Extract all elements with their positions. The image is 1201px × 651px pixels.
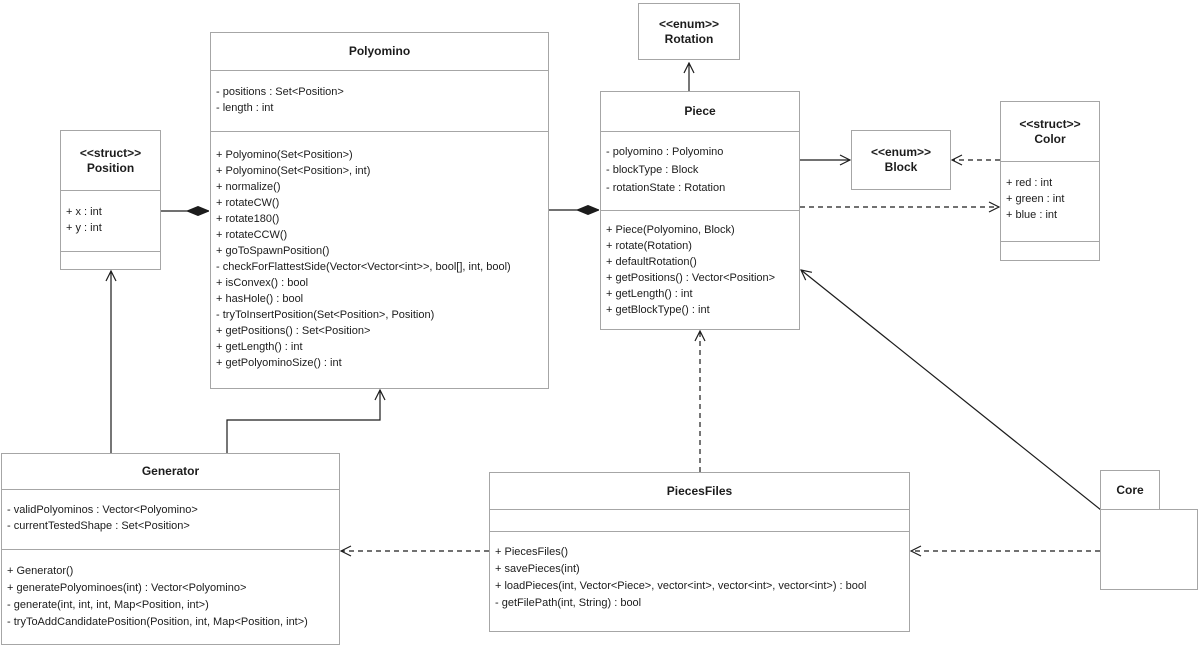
class-name: PiecesFiles bbox=[666, 483, 733, 498]
member-row: - polyomino : Polyomino bbox=[606, 146, 724, 158]
member-row: + getPositions() : Vector<Position> bbox=[606, 272, 776, 284]
member-row: + goToSpawnPosition() bbox=[216, 245, 330, 257]
member-row: - blockType : Block bbox=[606, 164, 699, 176]
methods-compartment: + PiecesFiles() + savePieces(int) + loadPi… bbox=[490, 531, 909, 631]
member-row: + loadPieces(int, Vector<Piece>, vector<… bbox=[495, 580, 867, 592]
member-row: + Piece(Polyomino, Block) bbox=[606, 224, 735, 236]
member-row: - positions : Set<Position> bbox=[216, 86, 344, 98]
methods-compartment: + Generator() + generatePolyominoes(int) … bbox=[2, 549, 339, 644]
member-row: + rotate180() bbox=[216, 213, 280, 225]
member-row: - tryToInsertPosition(Set<Position>, Pos… bbox=[216, 309, 435, 321]
class-box-position[interactable]: <<struct>> Position + x : int + y : int bbox=[60, 130, 161, 270]
member-row: - rotationState : Rotation bbox=[606, 182, 726, 194]
class-name: Polyomino bbox=[348, 44, 411, 58]
class-name: Block bbox=[884, 160, 918, 174]
member-row: - checkForFlattestSide(Vector<Vector<int… bbox=[216, 261, 511, 273]
member-row: + rotateCCW() bbox=[216, 229, 288, 241]
class-box-piece[interactable]: Piece - polyomino : Polyomino - blockType… bbox=[600, 91, 800, 330]
class-name: Rotation bbox=[664, 31, 714, 46]
class-title: Generator bbox=[2, 454, 339, 489]
struct-box-color[interactable]: <<struct>> Color + red : int + green : in… bbox=[1000, 101, 1100, 261]
member-row: + generatePolyominoes(int) : Vector<Poly… bbox=[7, 582, 247, 594]
member-row: + PiecesFiles() bbox=[495, 546, 569, 558]
methods-compartment bbox=[61, 251, 160, 269]
member-row: + hasHole() : bool bbox=[216, 293, 304, 305]
class-title: <<enum>> Block bbox=[852, 131, 950, 189]
class-name: Position bbox=[86, 160, 135, 175]
enum-box-block[interactable]: <<enum>> Block bbox=[851, 130, 951, 190]
class-title: PiecesFiles bbox=[490, 473, 909, 509]
member-row: + getPolyominoSize() : int bbox=[216, 357, 342, 369]
package-core-body[interactable] bbox=[1100, 509, 1198, 590]
member-row: + Polyomino(Set<Position>, int) bbox=[216, 165, 371, 177]
methods-compartment bbox=[1001, 241, 1099, 260]
edge-core-piece-association bbox=[801, 270, 1102, 511]
enum-box-rotation[interactable]: <<enum>> Rotation bbox=[638, 3, 740, 60]
member-row: - getFilePath(int, String) : bool bbox=[495, 597, 642, 609]
class-box-generator[interactable]: Generator - validPolyominos : Vector<Pol… bbox=[1, 453, 340, 645]
member-row: + rotate(Rotation) bbox=[606, 240, 692, 252]
class-title: <<struct>> Color bbox=[1001, 102, 1099, 161]
member-row: + x : int bbox=[66, 206, 102, 218]
class-name: Piece bbox=[684, 104, 716, 118]
class-box-polyomino[interactable]: Polyomino - positions : Set<Position> - l… bbox=[210, 32, 549, 389]
member-row: + normalize() bbox=[216, 181, 281, 193]
member-row: + y : int bbox=[66, 222, 102, 234]
member-row: + savePieces(int) bbox=[495, 563, 580, 575]
member-row: - validPolyominos : Vector<Polyomino> bbox=[7, 504, 198, 516]
class-title: <<struct>> Position bbox=[61, 131, 160, 190]
member-row: + isConvex() : bool bbox=[216, 277, 309, 289]
member-row: + defaultRotation() bbox=[606, 256, 697, 268]
package-core-tab[interactable]: Core bbox=[1100, 470, 1160, 510]
member-row: + getBlockType() : int bbox=[606, 304, 710, 316]
member-row: + getLength() : int bbox=[216, 341, 303, 353]
attributes-compartment bbox=[490, 509, 909, 531]
attributes-compartment: + x : int + y : int bbox=[61, 190, 160, 251]
member-row: - length : int bbox=[216, 102, 274, 114]
stereotype-label: <<struct>> bbox=[1019, 116, 1081, 131]
stereotype-label: <<enum>> bbox=[870, 145, 932, 159]
member-row: + rotateCW() bbox=[216, 197, 280, 209]
attributes-compartment: - positions : Set<Position> - length : in… bbox=[211, 70, 548, 131]
class-title: Piece bbox=[601, 92, 799, 131]
member-row: - currentTestedShape : Set<Position> bbox=[7, 520, 190, 532]
attributes-compartment: + red : int + green : int + blue : int bbox=[1001, 161, 1099, 241]
stereotype-label: <<enum>> bbox=[658, 16, 720, 31]
member-row: + red : int bbox=[1006, 177, 1053, 189]
member-row: + getLength() : int bbox=[606, 288, 693, 300]
member-row: - tryToAddCandidatePosition(Position, in… bbox=[7, 616, 308, 628]
attributes-compartment: - polyomino : Polyomino - blockType : Blo… bbox=[601, 131, 799, 210]
member-row: - generate(int, int, int, Map<Position, … bbox=[7, 599, 209, 611]
attributes-compartment: - validPolyominos : Vector<Polyomino> - c… bbox=[2, 489, 339, 549]
class-name: Generator bbox=[141, 464, 200, 478]
edge-generator-polyomino-association bbox=[226, 390, 380, 453]
methods-compartment: + Polyomino(Set<Position>) + Polyomino(Se… bbox=[211, 131, 548, 388]
member-row: + Polyomino(Set<Position>) bbox=[216, 149, 353, 161]
member-row: + getPositions() : Set<Position> bbox=[216, 325, 371, 337]
member-row: + green : int bbox=[1006, 193, 1065, 205]
stereotype-label: <<struct>> bbox=[79, 145, 142, 160]
member-row: + blue : int bbox=[1006, 209, 1058, 221]
class-title: Polyomino bbox=[211, 33, 548, 70]
class-title: <<enum>> Rotation bbox=[639, 4, 739, 59]
package-name: Core bbox=[1116, 483, 1144, 497]
class-box-piecesfiles[interactable]: PiecesFiles + PiecesFiles() + savePieces(… bbox=[489, 472, 910, 632]
class-name: Color bbox=[1034, 131, 1066, 146]
member-row: + Generator() bbox=[7, 565, 74, 577]
methods-compartment: + Piece(Polyomino, Block) + rotate(Rotati… bbox=[601, 210, 799, 329]
